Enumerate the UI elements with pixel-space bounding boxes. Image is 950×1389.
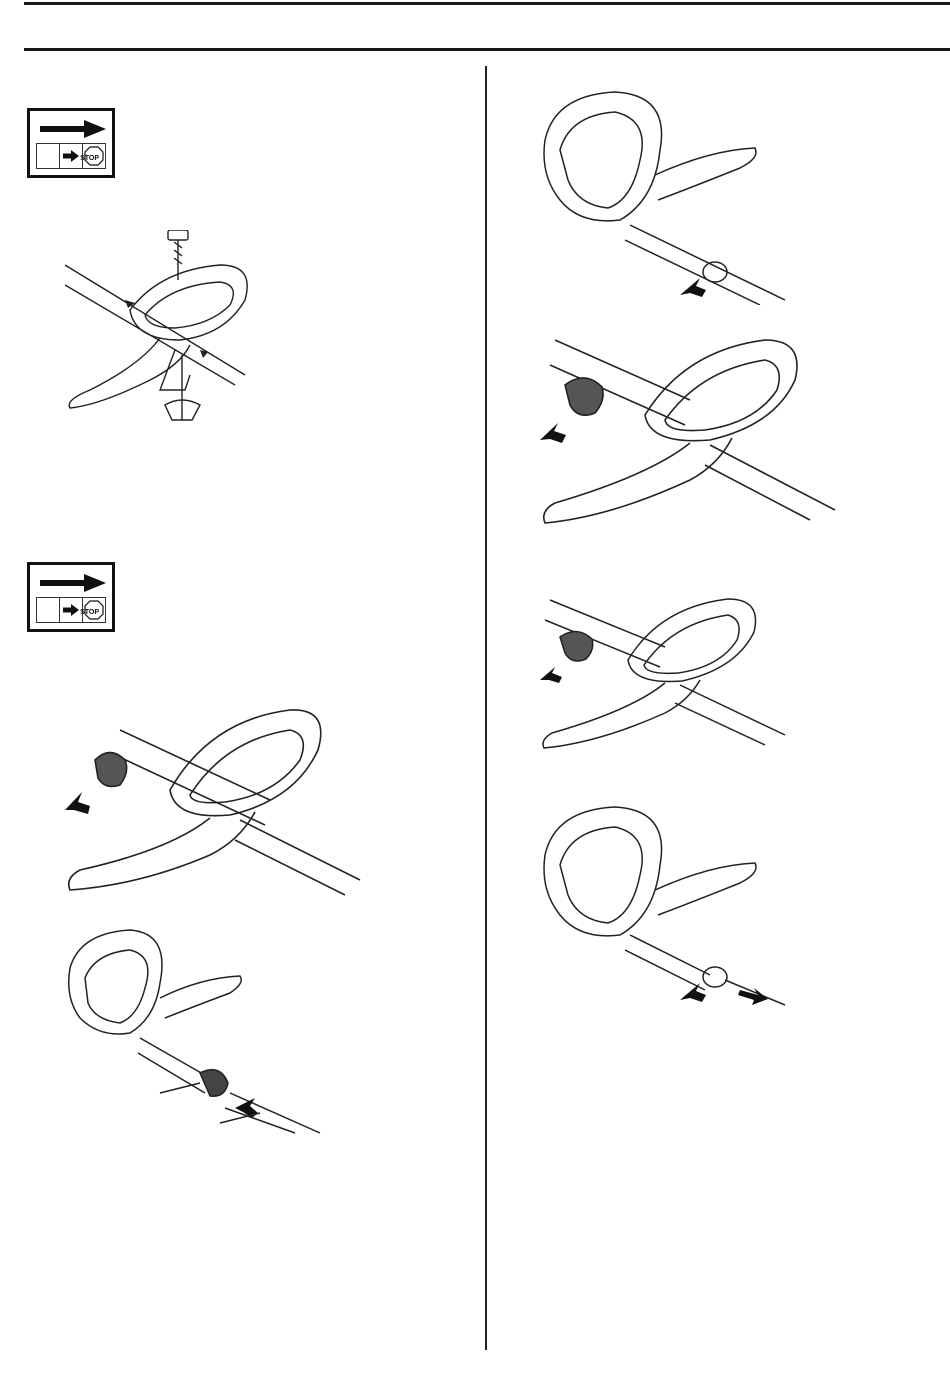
handle-attach-shaft-figure bbox=[60, 928, 325, 1138]
header-rule-bottom bbox=[24, 48, 950, 51]
front-handle-clamp-top-figure bbox=[540, 90, 790, 305]
small-arrow-icon bbox=[63, 150, 79, 162]
column-divider bbox=[485, 66, 487, 1350]
handle-knob-right-2-figure bbox=[540, 595, 790, 750]
assembly-exploded-figure bbox=[60, 230, 260, 430]
handle-knob-left-figure bbox=[60, 700, 365, 900]
procedure-badge-1: STOP bbox=[27, 108, 115, 178]
handle-knob-right-1-figure bbox=[540, 335, 840, 525]
badge-empty-cell bbox=[37, 598, 60, 622]
procedure-badge-2: STOP bbox=[27, 562, 115, 632]
stop-label: STOP bbox=[80, 155, 99, 162]
right-arrow-icon bbox=[40, 119, 106, 139]
front-handle-release-figure bbox=[540, 805, 790, 1010]
header-rule-top bbox=[24, 2, 950, 5]
stop-label: STOP bbox=[80, 609, 99, 616]
right-arrow-icon bbox=[40, 573, 106, 593]
small-arrow-icon bbox=[63, 604, 79, 616]
badge-empty-cell bbox=[37, 144, 60, 168]
